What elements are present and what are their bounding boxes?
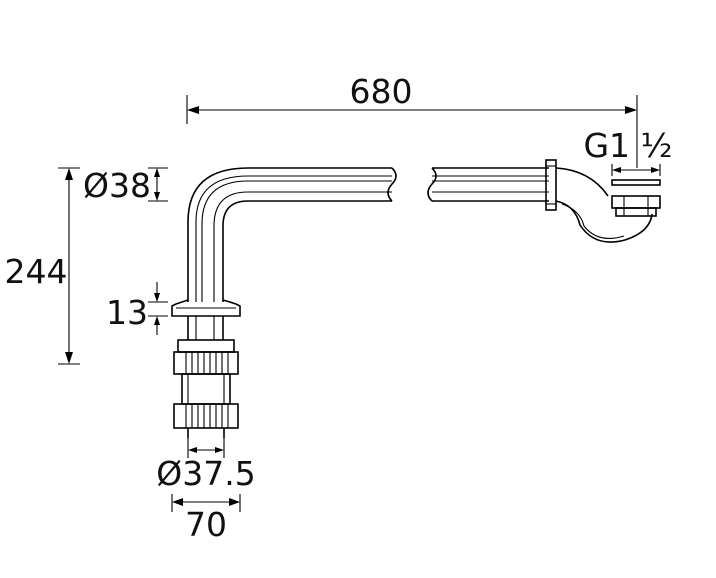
trap-end [545,159,661,243]
flange-outline [171,299,241,317]
dimension-length: 680 [186,72,638,168]
break-line-left [387,167,397,202]
nut-ribs [185,352,229,374]
washer [611,179,661,186]
top-fitting [611,195,661,209]
arrow [154,293,160,302]
dimension-pipe-diameter: Ø38 [83,166,168,205]
arrow [229,498,240,506]
dimension-label-height: 244 [5,252,68,291]
lower-nut [173,403,239,429]
pipe-body [187,167,549,302]
pipe-highlight [195,175,392,302]
dimension-flange: 13 [106,282,168,335]
pipe-inner-contour [222,200,392,302]
dimension-height: 244 [5,167,80,365]
arrow [154,192,160,201]
dimension-connector-width: 70 [171,494,241,544]
connector-body [181,373,231,405]
nut-ribs [185,404,229,428]
arrow [215,447,224,453]
dimension-label-connector-diameter: Ø37.5 [156,454,255,493]
arrow [188,447,197,453]
dimension-connector-diameter: Ø37.5 [156,438,256,493]
pipe-outer-contour [187,167,392,302]
trap-upper-curve [555,167,609,197]
top-fitting-base [615,207,657,217]
coupling-nut [545,159,557,211]
arrow-top [65,168,73,180]
arrow [172,498,183,506]
arrow-bottom [65,352,73,364]
pipe-highlight [213,191,392,302]
dimension-label-pipe-diameter: Ø38 [83,166,151,205]
arrow [651,167,660,173]
dimension-label-flange: 13 [106,293,148,332]
arrow-left [187,106,199,114]
arrow [612,167,621,173]
trap-highlight [561,203,625,239]
dimension-label-length: 680 [350,72,413,111]
dimension-label-connector-width: 70 [185,505,227,544]
lower-connector [173,316,239,438]
break-line-right [427,167,437,202]
dimension-label-thread: G1 ½ [583,126,672,165]
arrow-right [625,106,637,114]
flange [171,299,241,317]
pipe-highlight [201,180,392,302]
arrow [154,168,160,177]
dimension-thread: G1 ½ [583,126,673,176]
upper-nut-top [177,339,235,353]
arrow [154,316,160,325]
